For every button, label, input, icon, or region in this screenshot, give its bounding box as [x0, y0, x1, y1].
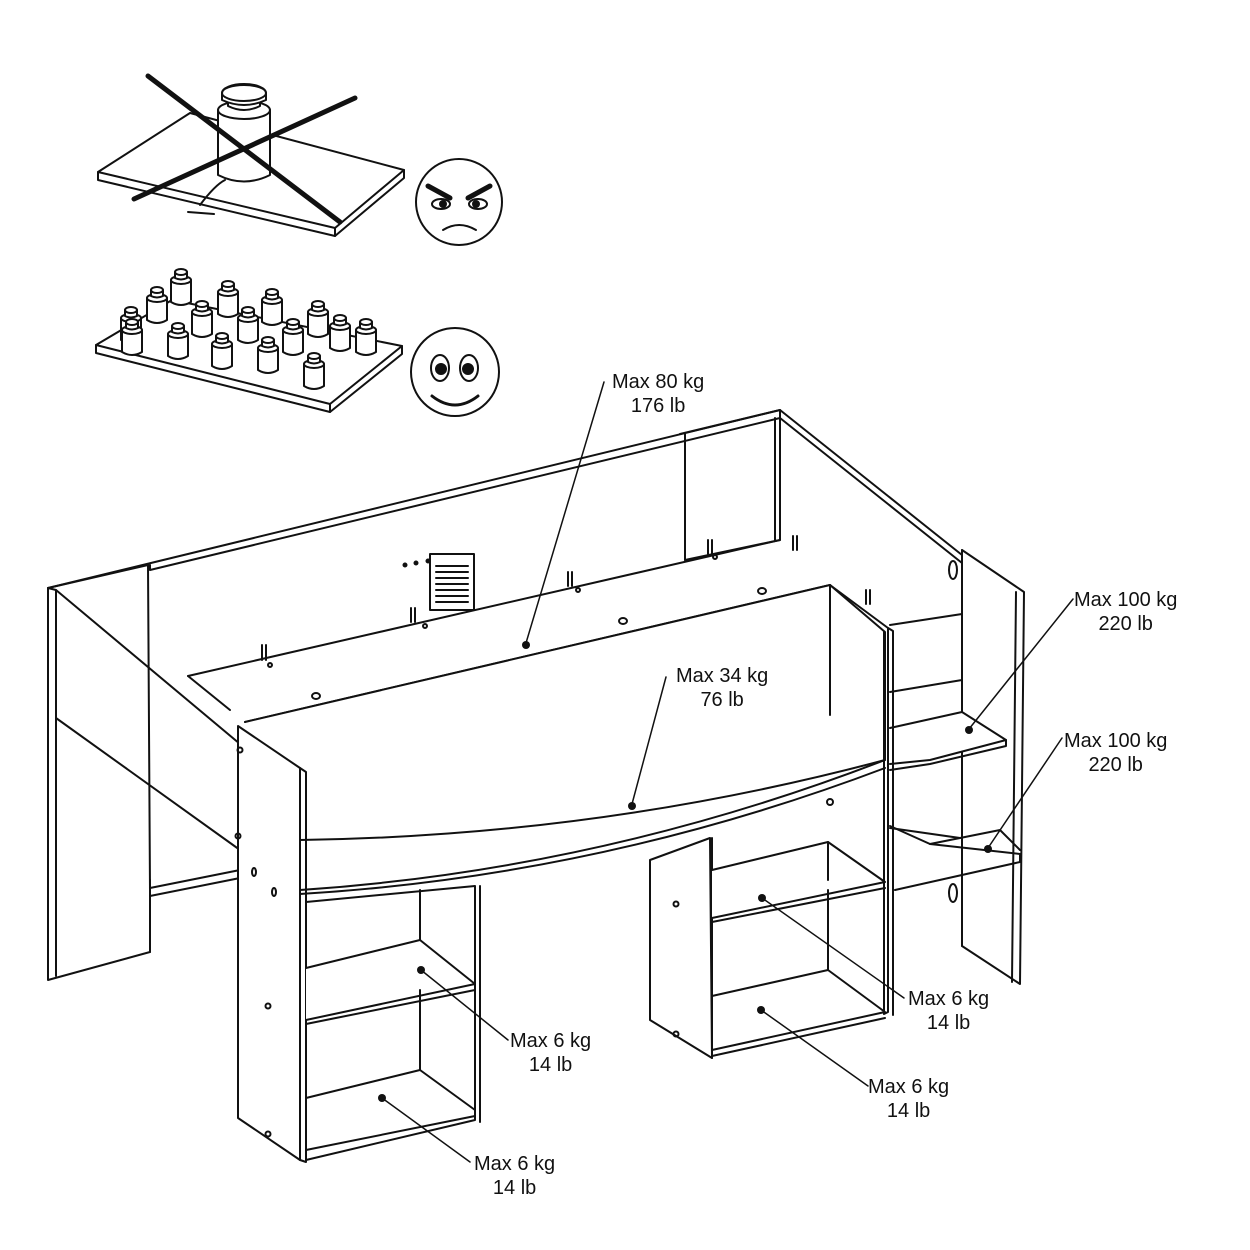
load-point-lower-step: [984, 845, 992, 853]
weight-icon: [307, 300, 329, 338]
load-label-left-upper-shelf: Max 6 kg 14 lb: [510, 1029, 591, 1077]
load-kg: Max 6 kg: [510, 1030, 592, 1052]
weight-icon: [329, 314, 351, 352]
smiling-face-icon: [410, 327, 500, 417]
load-kg: Max 6 kg: [474, 1153, 556, 1175]
bed-frame: [47, 409, 1025, 1163]
load-kg: Max 6 kg: [868, 1076, 950, 1098]
load-lb: 76 lb: [700, 689, 744, 711]
load-lb: 14 lb: [492, 1177, 537, 1199]
load-kg: Max 6 kg: [908, 988, 990, 1010]
load-point-markers: [378, 641, 992, 1102]
load-lb: 176 lb: [630, 395, 686, 417]
weight-icon: [355, 318, 377, 356]
angry-face-icon: [415, 158, 503, 246]
load-label-lower-step: Max 100 kg 220 lb: [1064, 729, 1167, 777]
weight-icon: [217, 280, 239, 318]
load-point-upper-step: [965, 726, 973, 734]
load-lb: 220 lb: [1088, 754, 1143, 776]
load-kg: Max 100 kg: [1074, 589, 1178, 611]
load-point-desk: [628, 802, 636, 810]
weight-icon: [211, 332, 233, 370]
weight-icon: [303, 352, 325, 390]
weight-icon: [191, 300, 213, 338]
weight-icon: [121, 318, 143, 356]
load-lb: 220 lb: [1098, 613, 1153, 635]
weight-icon: [167, 322, 189, 360]
weight-cluster: [120, 268, 377, 390]
weight-icon: [237, 306, 259, 344]
load-label-right-lower-shelf: Max 6 kg 14 lb: [868, 1075, 949, 1123]
load-point-bed: [522, 641, 530, 649]
load-lb: 14 lb: [528, 1054, 573, 1076]
load-kg: Max 80 kg: [612, 371, 705, 393]
weight-icon: [146, 286, 168, 324]
load-point-left-upper-shelf: [417, 966, 425, 974]
weight-icon: [282, 318, 304, 356]
load-label-right-upper-shelf: Max 6 kg 14 lb: [908, 987, 989, 1035]
load-point-right-lower-shelf: [757, 1006, 765, 1014]
weight-icon: [261, 288, 283, 326]
load-label-desk: Max 34 kg 76 lb: [676, 664, 768, 712]
load-lb: 14 lb: [926, 1012, 971, 1034]
load-point-right-upper-shelf: [758, 894, 766, 902]
load-label-bed: Max 80 kg 176 lb: [612, 370, 704, 418]
load-point-left-lower-shelf: [378, 1094, 386, 1102]
load-kg: Max 100 kg: [1064, 730, 1168, 752]
weight-icon: [257, 336, 279, 374]
load-kg: Max 34 kg: [676, 665, 769, 687]
load-label-left-lower-shelf: Max 6 kg 14 lb: [474, 1152, 555, 1200]
cross-mark-icon: [131, 73, 358, 225]
leader-lines: [381, 381, 1074, 1163]
weight-icon: [170, 268, 192, 306]
concentrated-load-shelf-illustration: [97, 83, 405, 237]
load-lb: 14 lb: [886, 1100, 931, 1122]
load-label-upper-step: Max 100 kg 220 lb: [1074, 588, 1177, 636]
